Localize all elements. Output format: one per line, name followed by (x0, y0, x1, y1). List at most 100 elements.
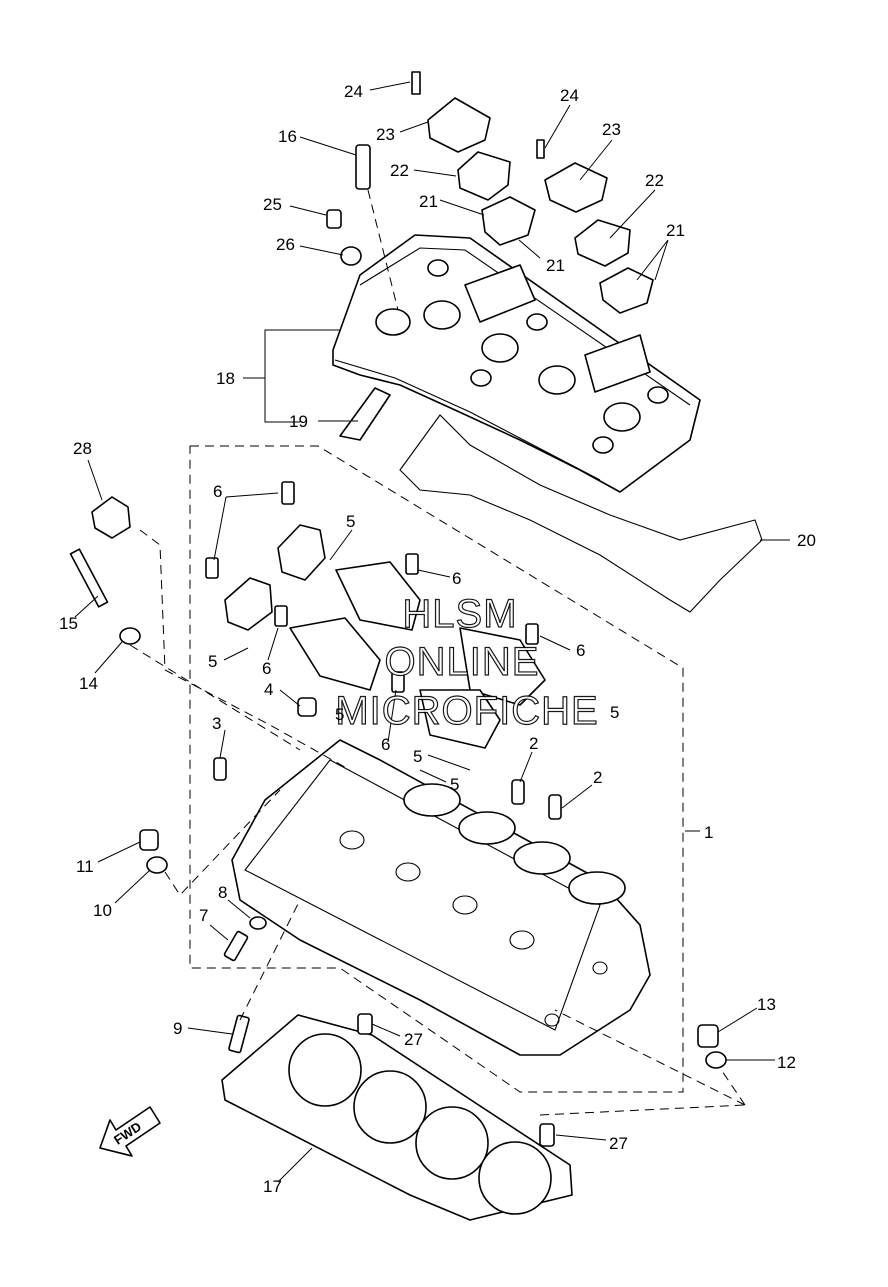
callout-5e: 5 (413, 747, 422, 766)
callout-13: 13 (757, 995, 776, 1014)
washer-10 (146, 856, 168, 874)
bolt-6-a (281, 481, 295, 505)
breather-plate-22-left (457, 151, 511, 201)
cylinder-head-cover (332, 234, 701, 493)
camshaft-cap-4 (289, 617, 381, 691)
callout-27a: 27 (404, 1030, 423, 1049)
guide-line-stud-9 (239, 899, 301, 1021)
callout-27b: 27 (609, 1134, 628, 1153)
leader-lines (74, 81, 790, 1183)
bolt-28 (91, 496, 131, 539)
camshaft-cap-3 (335, 561, 421, 631)
fwd-direction-arrow: FWD (99, 1106, 161, 1157)
camshaft-cap-1 (277, 524, 326, 581)
callout-15: 15 (59, 614, 78, 633)
callout-6d: 6 (262, 659, 271, 678)
callout-20: 20 (797, 531, 816, 550)
callout-11: 11 (76, 857, 94, 876)
watermark-line-3: MICROFICHE (335, 689, 598, 733)
callout-labels: 24 23 22 21 21 24 23 22 21 16 25 26 18 1… (59, 82, 816, 1196)
callout-5c: 5 (335, 705, 344, 724)
callout-6e: 6 (381, 735, 390, 754)
cylinder-head-gasket (221, 1014, 573, 1221)
cover-plate-23-right (544, 162, 608, 213)
bolt-25 (326, 209, 342, 229)
callout-12: 12 (777, 1053, 796, 1072)
callout-26: 26 (276, 235, 295, 254)
dowel-2-right (548, 794, 562, 820)
callout-4: 4 (264, 680, 273, 699)
plug-4 (297, 697, 317, 717)
guide-line-bolt-28 (139, 529, 351, 771)
callout-3: 3 (212, 714, 221, 733)
callout-5a: 5 (346, 512, 355, 531)
dowel-27-bottom (539, 1123, 555, 1147)
guide-line-nut-12 (554, 1009, 746, 1106)
callout-16: 16 (278, 127, 297, 146)
ignition-coil-21-left (481, 196, 536, 246)
spark-plug-16 (355, 144, 371, 190)
camshaft-cap-6 (419, 689, 501, 749)
camshaft-cap-2 (224, 577, 273, 631)
washer-12 (705, 1051, 727, 1069)
bolt-7 (223, 930, 249, 962)
bolt-6-f (391, 671, 405, 693)
guide-line-washer-10 (164, 789, 281, 896)
assembly-group-outline (189, 445, 684, 1093)
dowel-2-left (511, 779, 525, 805)
callout-7: 7 (199, 906, 208, 925)
washer-8 (249, 916, 267, 930)
dowel-27-top (357, 1013, 373, 1035)
head-cover-gasket (399, 414, 763, 613)
callout-5b: 5 (208, 652, 217, 671)
callout-10: 10 (93, 901, 112, 920)
guide-line-washer-14 (129, 644, 301, 751)
camshaft-cap-5 (459, 627, 546, 706)
nut-13 (697, 1024, 719, 1048)
callout-22b: 22 (645, 171, 664, 190)
bolt-6-e (525, 623, 539, 645)
bracket-19 (339, 387, 391, 441)
cover-plate-23-left (427, 97, 491, 153)
guide-line-spark-plug (367, 189, 399, 311)
callout-2a: 2 (529, 734, 538, 753)
bolt-6-b (205, 557, 219, 579)
callout-8: 8 (218, 883, 227, 902)
cap-nut-11 (139, 829, 159, 851)
callout-6b: 6 (452, 569, 461, 588)
callout-22a: 22 (390, 161, 409, 180)
grommet-26 (340, 246, 362, 266)
bolt-6-c (405, 553, 419, 575)
bolt-24-right (536, 139, 545, 159)
stud-3 (213, 757, 227, 781)
callout-18: 18 (216, 369, 235, 388)
breather-plate-22-right (574, 219, 631, 267)
bolt-24-left (411, 71, 421, 95)
stud-9 (228, 1014, 250, 1054)
guide-line-dowel-27 (539, 1104, 746, 1116)
watermark-line-2: ONLINE (385, 640, 540, 684)
callout-21c: 21 (666, 221, 685, 240)
callout-21b: 21 (546, 256, 565, 275)
callout-6a: 6 (213, 482, 222, 501)
callout-6c: 6 (576, 641, 585, 660)
washer-14 (119, 627, 141, 645)
bolt-6-d (274, 605, 288, 627)
callout-23a: 23 (376, 125, 395, 144)
callout-9: 9 (173, 1019, 182, 1038)
callout-2b: 2 (593, 768, 602, 787)
callout-21a: 21 (419, 192, 438, 211)
watermark: HLSM ONLINE MICROFICHE (335, 591, 599, 733)
callout-5d: 5 (610, 703, 619, 722)
callout-28: 28 (73, 439, 92, 458)
watermark-line-1: HLSM (402, 592, 517, 636)
callout-25: 25 (263, 195, 282, 214)
bolt-15 (69, 548, 109, 608)
callout-19: 19 (289, 412, 308, 431)
callout-1: 1 (704, 823, 713, 842)
callout-17: 17 (263, 1177, 282, 1196)
callout-5f: 5 (450, 775, 459, 794)
callout-14: 14 (79, 674, 98, 693)
callout-24a: 24 (344, 82, 363, 101)
